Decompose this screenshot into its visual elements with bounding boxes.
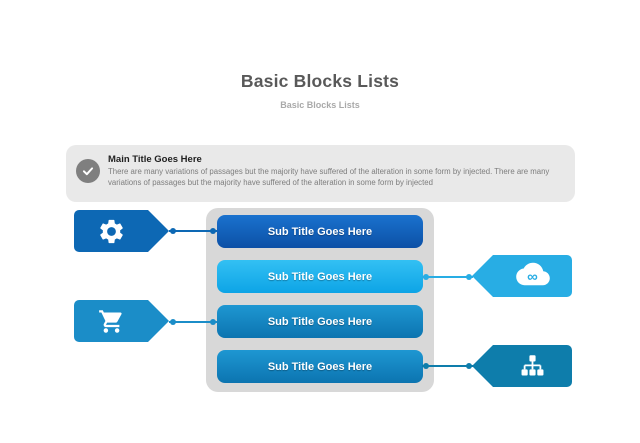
gear-tag xyxy=(74,210,169,252)
banner-text: Main Title Goes Here There are many vari… xyxy=(108,154,558,188)
shopping-cart-tag xyxy=(74,300,169,342)
connector-cart-to-block-3 xyxy=(169,319,217,325)
infinity-glyph: ∞ xyxy=(527,268,538,286)
main-title-banner: Main Title Goes Here There are many vari… xyxy=(66,145,575,202)
sub-title-label: Sub Title Goes Here xyxy=(267,270,373,283)
connector-dot xyxy=(466,363,472,369)
connector-dot xyxy=(423,274,429,280)
connector-dot xyxy=(170,319,176,325)
tag-point xyxy=(148,300,169,342)
sitemap-tag xyxy=(472,345,572,387)
cloud-tag: ∞ xyxy=(472,255,572,297)
sub-title-label: Sub Title Goes Here xyxy=(267,315,373,328)
sitemap-icon xyxy=(493,345,572,387)
sub-title-block-3: Sub Title Goes Here xyxy=(217,305,423,338)
tag-point xyxy=(148,210,169,252)
tag-point xyxy=(472,345,493,387)
shopping-cart-icon xyxy=(74,300,148,342)
connector-dot xyxy=(466,274,472,280)
tag-point xyxy=(472,255,493,297)
connector-block-2-to-cloud xyxy=(422,274,473,280)
sub-title-block-2: Sub Title Goes Here xyxy=(217,260,423,293)
checkmark-icon xyxy=(76,159,100,183)
cloud-infinity-icon: ∞ xyxy=(493,255,572,297)
connector-dot xyxy=(210,319,216,325)
sub-title-block-1: Sub Title Goes Here xyxy=(217,215,423,248)
gear-icon xyxy=(74,210,148,252)
sub-title-label: Sub Title Goes Here xyxy=(267,225,373,238)
page-title: Basic Blocks Lists xyxy=(240,71,400,91)
banner-description: There are many variations of passages bu… xyxy=(108,167,550,187)
sub-title-block-4: Sub Title Goes Here xyxy=(217,350,423,383)
connector-block-4-to-sitemap xyxy=(422,363,473,369)
sub-title-label: Sub Title Goes Here xyxy=(267,360,373,373)
connector-dot xyxy=(423,363,429,369)
connector-dot xyxy=(210,228,216,234)
connector-dot xyxy=(170,228,176,234)
page-subtitle: Basic Blocks Lists xyxy=(280,100,360,110)
banner-title: Main Title Goes Here xyxy=(108,154,202,165)
connector-gear-to-block-1 xyxy=(169,228,217,234)
